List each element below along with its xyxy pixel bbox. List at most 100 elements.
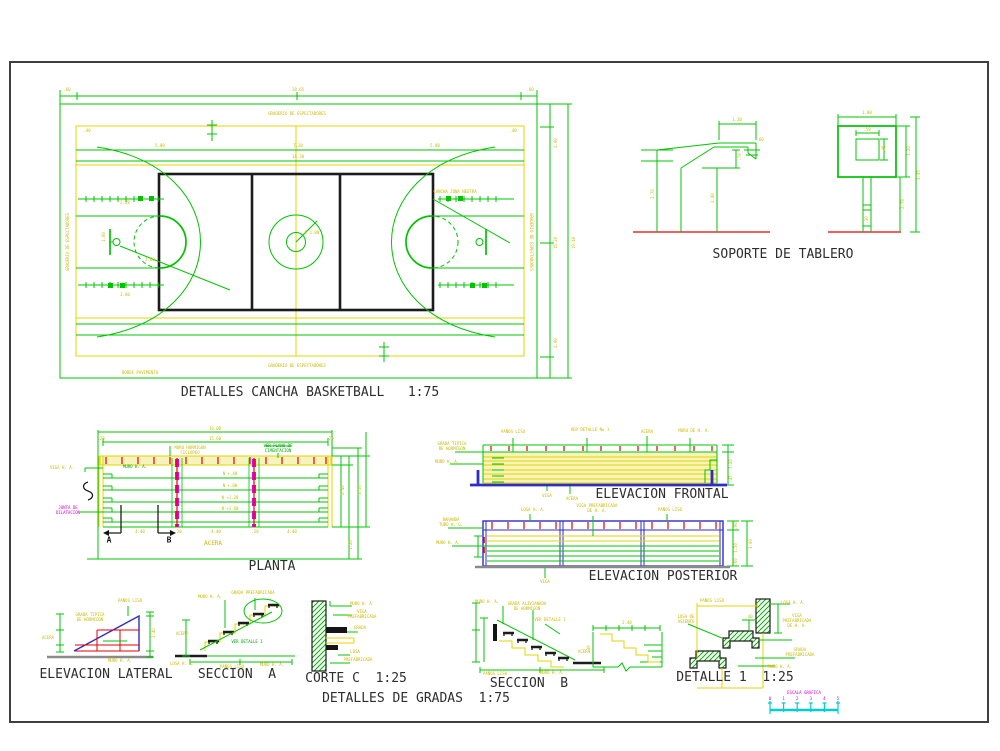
planta-rows (103, 458, 328, 528)
dim-label: .20 (97, 436, 105, 441)
dim-label: .40 (509, 128, 517, 133)
dim-label: MURO H. A. (107, 658, 133, 663)
dim-label: CICLOPEO (180, 450, 200, 455)
dim-label: PREFABRICADA (785, 652, 815, 657)
dim-label: 1.20 (732, 117, 742, 122)
dim-label: .45 (881, 145, 886, 153)
seccion-a-dims (182, 598, 293, 665)
dim-label: 2 (795, 696, 799, 701)
dim-label: GRADA ALIVIANADA (507, 601, 547, 606)
frontal-ticks (490, 446, 713, 451)
dim-label: .30 (864, 216, 869, 224)
dim-label: N +1.20 (221, 495, 239, 500)
dim-label: PAÑOS LISO (657, 507, 683, 512)
frontal-outline (450, 436, 734, 494)
seccion-b-dims (472, 602, 605, 673)
seat-glyphs-a (208, 603, 279, 644)
post-symbol-bottom (379, 342, 389, 362)
dim-label: 2.78 (900, 199, 905, 209)
elevacion-posterior-title: ELEVACION POSTERIOR (588, 569, 738, 584)
dim-label: 2.40 (340, 485, 345, 495)
support-side-view (641, 121, 760, 232)
dim-label: 2.00 (553, 338, 558, 348)
planta-right-dims (332, 432, 370, 560)
court-title: DETALLES CANCHA BASKETBALL 1:75 (180, 385, 440, 400)
dim-label: PAÑOS LISO (219, 664, 245, 669)
dim-label: DE H. A. (587, 508, 607, 513)
center-circle (268, 214, 324, 270)
dim-label: 2.40 (151, 628, 156, 638)
dim-label: ACERA (175, 631, 189, 636)
dim-label: MURO H. A. (349, 601, 375, 606)
corte-c-leaders (329, 601, 358, 664)
dim-label: 1.20 (906, 146, 911, 156)
dim-label: 2.70 (650, 189, 655, 199)
dim-label: 1 (782, 696, 785, 701)
dim-label: .20 (326, 436, 334, 441)
dim-label: MURO H. A. (435, 540, 461, 545)
dim-label: 4.40 (287, 529, 297, 534)
dim-label: TUBO H. G. (438, 522, 464, 527)
elevacion-lateral-title: ELEVACION LATERAL (39, 667, 173, 682)
dim-label: 3.60 (120, 292, 130, 297)
dim-label: 4 (823, 696, 826, 701)
detalle-1-title: DETALLE 1 1:25 (676, 670, 794, 685)
detalle-1-ydims (696, 603, 764, 689)
elevacion-lateral-drawing (47, 606, 154, 659)
dim-label: GRADA TIPICA (75, 612, 105, 617)
dim-label: N +1.60 (221, 506, 239, 511)
dim-label: MURO H. A. (259, 662, 285, 667)
dim-label: MURO H. A. (434, 459, 460, 464)
dim-label: GRADA (793, 647, 807, 652)
section-cut-a (103, 505, 122, 536)
dim-label: 1.20 (728, 459, 733, 469)
dim-label: GRADERIO DE ESPECTADORES (65, 213, 70, 271)
dim-label: .60 (733, 558, 738, 566)
dim-label: 4.40 (211, 529, 221, 534)
court-black-outline (157, 172, 435, 312)
dim-label: .40 (745, 614, 753, 619)
dim-label: ACERA (565, 496, 579, 501)
dim-label: DILATACION (55, 510, 81, 515)
dim-label: 7.20 (293, 143, 303, 148)
dim-label: 1.50 (733, 543, 738, 553)
dim-label: N +.40 (222, 471, 238, 476)
dim-label: 0 (768, 696, 772, 701)
dim-label: .20 (251, 529, 259, 534)
dim-label: 1.80 (862, 110, 872, 115)
planta-drawing (80, 430, 370, 560)
dim-label: GRADA (353, 625, 367, 630)
dim-label: R 1.80 (304, 230, 320, 235)
dim-label: GRADA TIPICA (437, 441, 467, 446)
dim-label: MURO HORMIGON (174, 445, 206, 450)
dim-label: LOSA (350, 649, 360, 654)
backboard-support-drawing (633, 114, 920, 233)
dim-label: DE HORMIGON (513, 606, 541, 611)
posterior-ticks (483, 522, 717, 553)
dim-label: CANCHA ZONA NEUTRA (433, 189, 477, 194)
dim-label: PAÑOS LISO (500, 429, 526, 434)
dim-label: .40 (83, 128, 91, 133)
dim-label: 1.20 (348, 540, 353, 550)
section-marker-b: B (166, 535, 172, 545)
dim-label: 5.80 (155, 143, 165, 148)
seccion-b-title: SECCION B (489, 676, 569, 691)
dim-label: 5.80 (430, 143, 440, 148)
support-front-view (837, 114, 920, 233)
dim-label: 4.40 (135, 529, 145, 534)
dim-label: GRADERIO DE ESPECTADORES (529, 213, 534, 271)
scale-bar (768, 701, 840, 714)
dim-label: VIGA H. A. (49, 465, 75, 470)
posterior-panels (483, 521, 723, 566)
dim-label: LOSA H. A. (780, 600, 806, 605)
bench-ticks-left (78, 196, 164, 288)
dim-label: VIGA (540, 579, 550, 584)
posterior-lines (448, 514, 753, 578)
dim-label: PREFABRICADA (343, 657, 373, 662)
dim-label: LOSA H. A. (520, 507, 546, 512)
dim-label: VIGA (792, 613, 802, 618)
dim-label: BARANDA (442, 517, 460, 522)
dim-label: DE H. A. (787, 623, 807, 628)
dim-label: 15.20 (553, 236, 558, 250)
